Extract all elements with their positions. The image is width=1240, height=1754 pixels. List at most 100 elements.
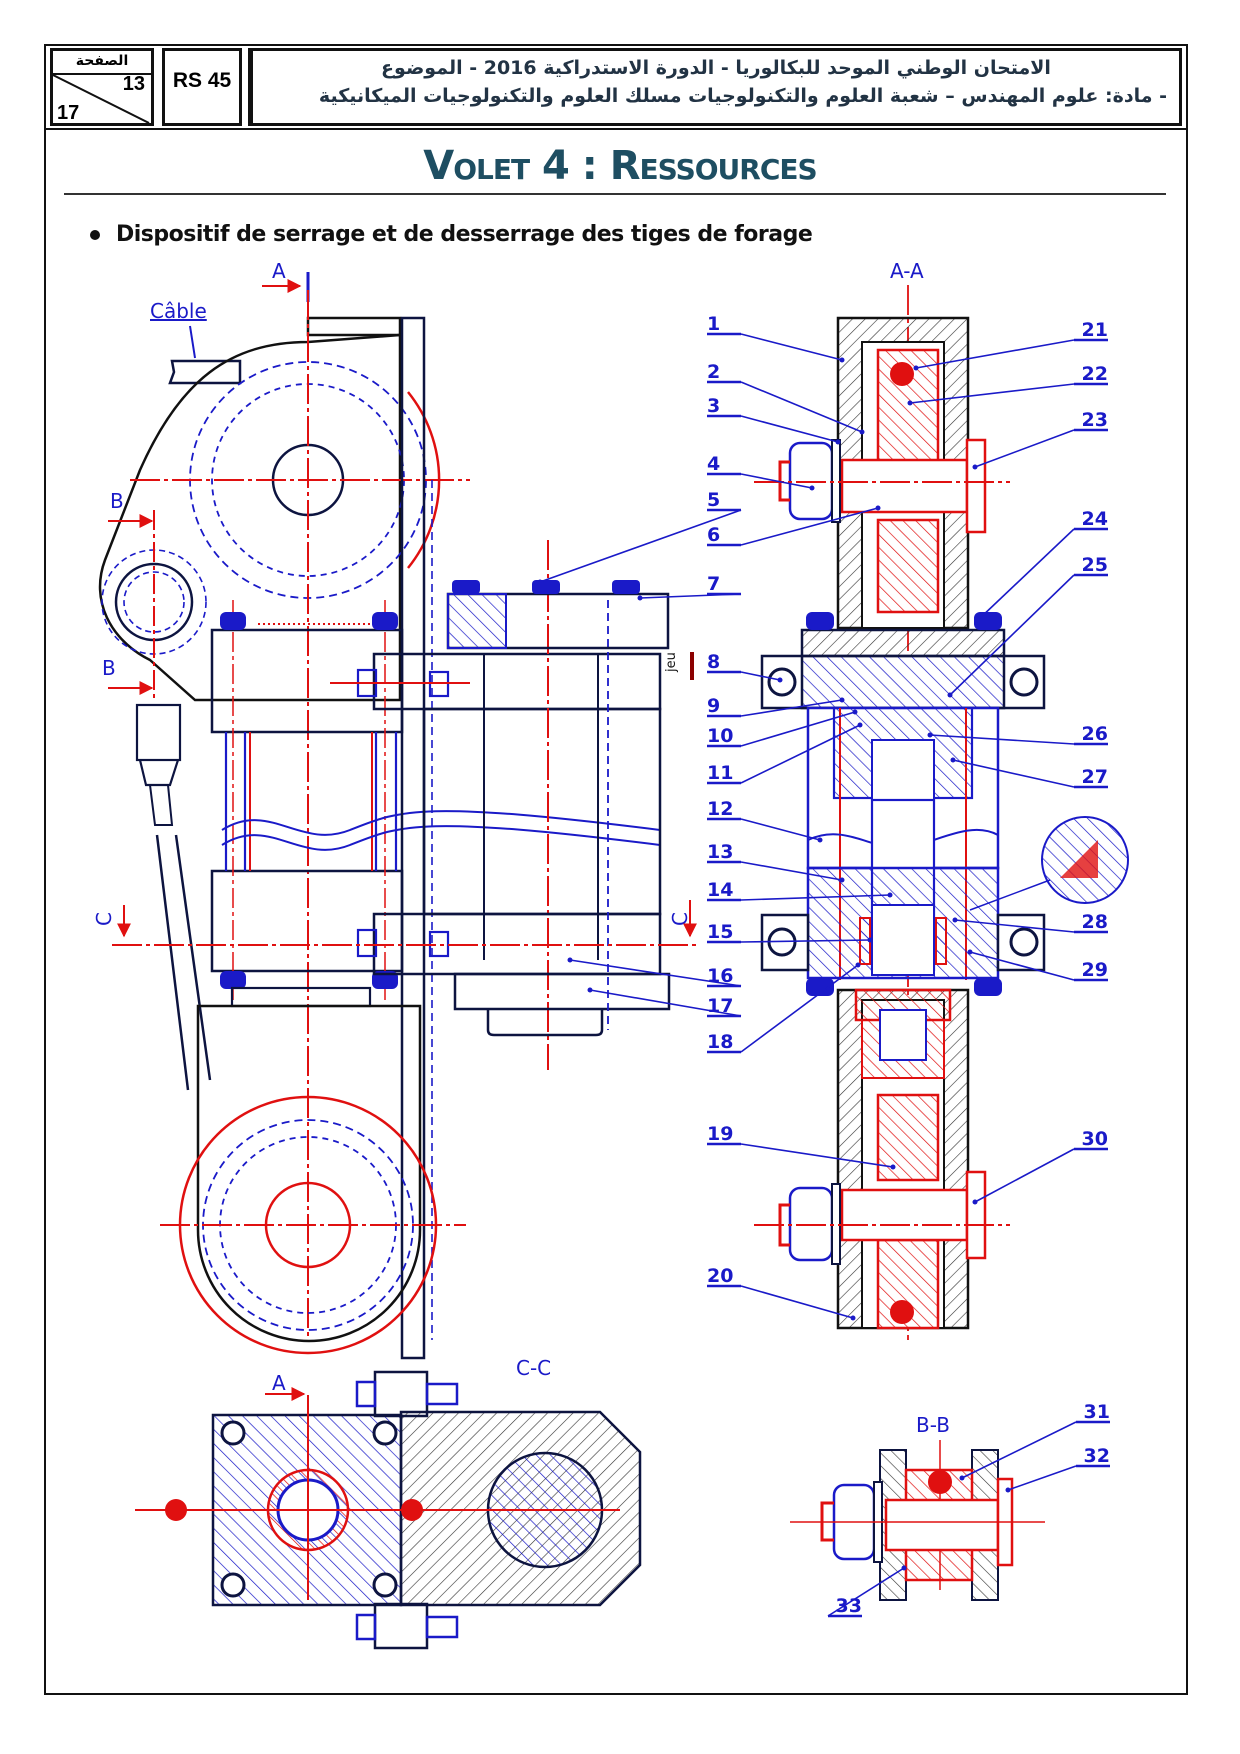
callout-dot — [972, 1199, 978, 1205]
cable-upper-segment — [149, 784, 174, 826]
lower-ball — [890, 1300, 914, 1324]
callout-label: 10 — [707, 725, 733, 747]
callout-leader — [909, 383, 1075, 404]
callout-label: 22 — [1082, 363, 1108, 385]
callout-dot — [890, 1164, 896, 1170]
callout-label: 27 — [1082, 766, 1108, 788]
callout-label: 8 — [707, 651, 720, 673]
part-17-stub — [486, 1009, 604, 1037]
callout-leader — [974, 1148, 1075, 1203]
cable-label: Câble — [150, 299, 207, 323]
axle-head — [965, 438, 987, 534]
callout-label: 23 — [1082, 409, 1108, 431]
callout-leader — [740, 939, 871, 943]
part-25-body — [800, 654, 1006, 710]
callout-leader — [954, 919, 1075, 933]
part-22-pulley-lower — [876, 518, 940, 614]
screw-head-icon — [612, 580, 640, 594]
callout-label: 7 — [707, 573, 720, 595]
callout-leader — [740, 699, 843, 717]
cable-segment — [168, 359, 242, 385]
flange-hole-left — [767, 667, 797, 697]
page-total: 17 — [57, 102, 80, 124]
cable-leader — [189, 325, 196, 359]
callout-dot — [907, 400, 913, 406]
callout-dot — [859, 429, 865, 435]
callout-leader — [740, 1285, 854, 1319]
header — [44, 44, 1188, 130]
callout-label: 13 — [707, 841, 733, 863]
bb-ball — [928, 1470, 952, 1494]
callout-dot — [1005, 1487, 1011, 1493]
screw-head-icon — [452, 580, 480, 594]
callout-leader — [740, 415, 839, 443]
callout-label: 32 — [1084, 1445, 1110, 1467]
callout-leader — [969, 951, 1075, 981]
exam-code: RS 45 — [162, 48, 242, 126]
callout-leader — [569, 959, 742, 987]
callout-label: 15 — [707, 921, 733, 943]
nut-icon — [974, 978, 1002, 996]
callout-leader — [949, 574, 1075, 696]
callout-leader — [740, 894, 891, 901]
nut-icon — [372, 971, 398, 989]
callout-dot — [839, 357, 845, 363]
nut-icon — [220, 971, 246, 989]
callout-leader — [974, 429, 1075, 468]
section-mark-b-bottom: B — [102, 656, 116, 680]
callout-label: 1 — [707, 313, 720, 335]
callout-leader — [740, 381, 863, 433]
cc-tie-rod-holes — [220, 1420, 398, 1598]
bolt-head-icon — [355, 1613, 377, 1641]
callout-label: 24 — [1082, 508, 1108, 530]
bullet-dot-icon — [90, 230, 100, 240]
bolt-nut-icon — [425, 1382, 459, 1406]
lower-lever-outline — [196, 1004, 422, 1343]
part-16-plate — [453, 972, 671, 1011]
callout-leader — [977, 528, 1075, 621]
detail-leader — [969, 879, 1051, 911]
callout-label: 26 — [1082, 723, 1108, 745]
nut-icon — [220, 612, 246, 630]
part-30-axle — [840, 1188, 969, 1242]
callout-dot — [817, 837, 823, 843]
callout-dot — [913, 365, 919, 371]
nut-icon — [806, 612, 834, 630]
callout-dot — [975, 617, 981, 623]
section-title: Volet 4 : Ressources — [423, 143, 817, 189]
callout-dot — [972, 464, 978, 470]
callout-dot — [852, 709, 858, 715]
callout-label: 3 — [707, 395, 720, 417]
callout-leader — [740, 861, 843, 881]
callout-layer: 1234567891011121314151617181920212223242… — [537, 313, 1110, 1618]
page-divider-diagonal — [53, 74, 150, 123]
break-line-upper — [221, 810, 661, 836]
callout-leader — [740, 964, 859, 1053]
front-view: A Câble B B — [92, 259, 700, 1360]
upper-lever-outline — [98, 333, 402, 702]
callout-leader — [539, 509, 742, 583]
callout-dot — [952, 917, 958, 923]
callout-label: 9 — [707, 695, 720, 717]
bullet-item: Dispositif de serrage et de desserrage d… — [90, 222, 813, 247]
callout-leader — [740, 333, 843, 361]
rod-bore — [871, 904, 935, 976]
break-line-lower — [221, 825, 661, 851]
callout-dot — [927, 732, 933, 738]
cable-sleeve — [135, 703, 182, 762]
callout-dot — [777, 677, 783, 683]
jeu-label: jeu — [664, 652, 679, 673]
callout-label: 18 — [707, 1031, 733, 1053]
lower-axle-head — [965, 1170, 987, 1260]
coupling-thread — [879, 1009, 927, 1061]
callout-label: 19 — [707, 1123, 733, 1145]
callout-label: 4 — [707, 453, 720, 475]
cc-bolt-block-bottom — [373, 1602, 429, 1650]
callout-label: 25 — [1082, 554, 1108, 576]
part-19-pulley — [876, 1093, 940, 1182]
nut-icon — [806, 978, 834, 996]
callout-dot — [839, 877, 845, 883]
callout-dot — [637, 595, 643, 601]
callout-dot — [835, 439, 841, 445]
